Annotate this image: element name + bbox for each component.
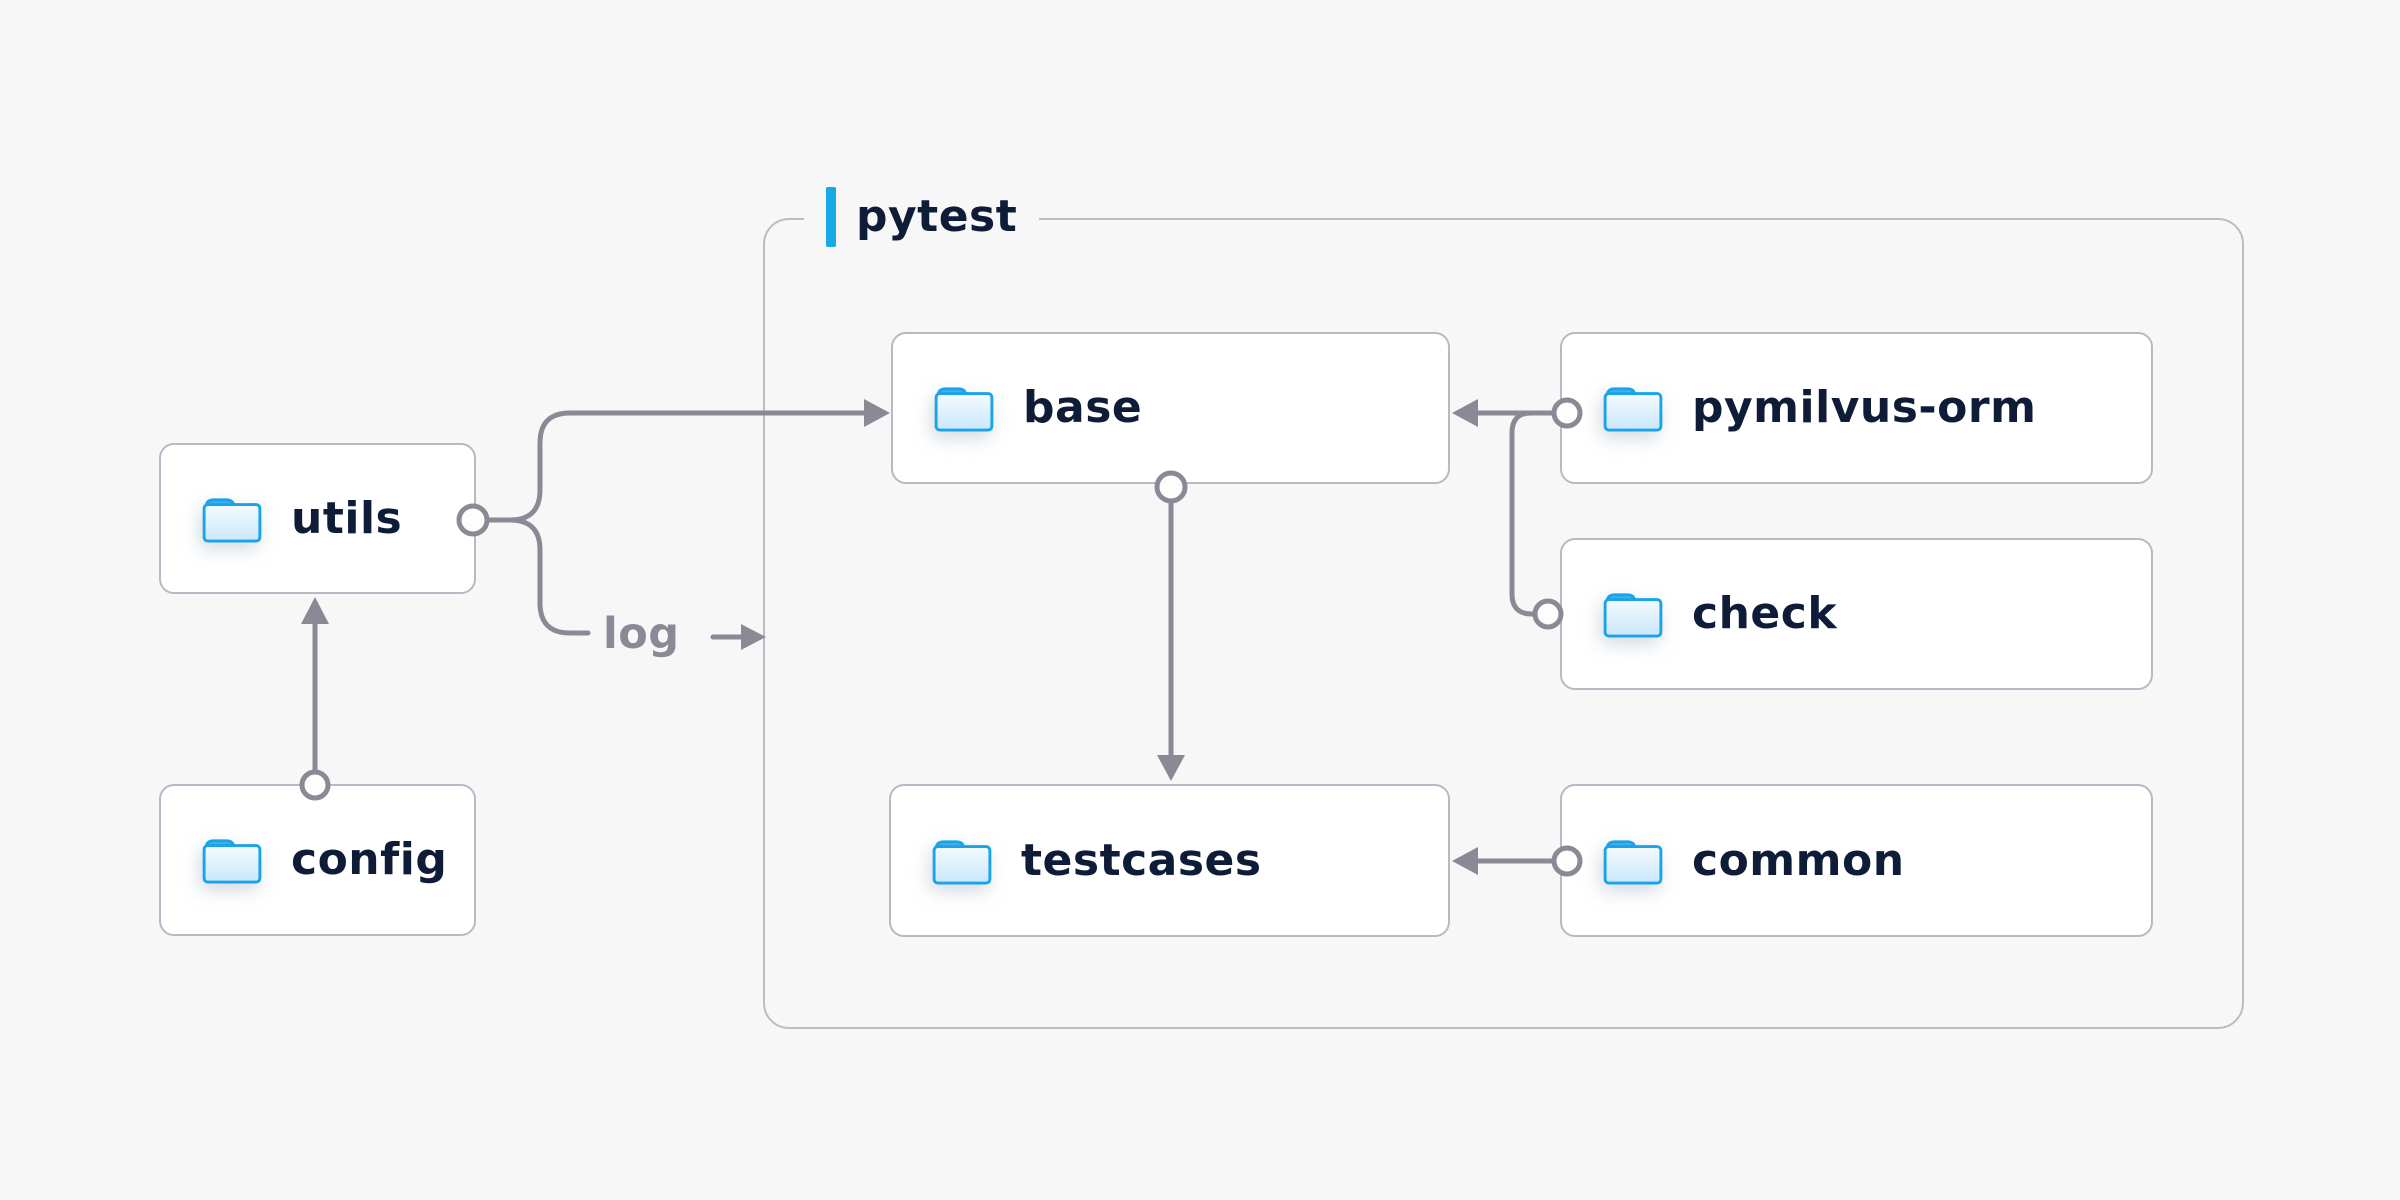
folder-icon xyxy=(201,835,263,885)
pytest-group-container xyxy=(763,218,2244,1029)
node-label: check xyxy=(1692,588,1838,639)
node-config: config xyxy=(159,784,476,936)
node-label: config xyxy=(291,834,448,885)
node-check: check xyxy=(1560,538,2153,690)
node-label: testcases xyxy=(1021,834,1262,886)
node-common: common xyxy=(1560,784,2153,937)
group-title: pytest xyxy=(856,191,1018,242)
node-label: common xyxy=(1692,834,1905,886)
folder-icon xyxy=(201,494,263,544)
node-base: base xyxy=(891,332,1450,484)
edge-log-arrow xyxy=(710,624,766,650)
pytest-group-label: pytest xyxy=(804,184,1040,250)
title-accent-bar xyxy=(826,187,836,247)
node-utils: utils xyxy=(159,443,476,594)
node-pymilvus-orm: pymilvus-orm xyxy=(1560,332,2153,484)
node-label: base xyxy=(1023,382,1143,433)
folder-icon xyxy=(931,836,993,886)
node-label: pymilvus-orm xyxy=(1692,382,2037,433)
log-edge-label: log xyxy=(603,609,680,659)
node-label: utils xyxy=(291,492,403,544)
folder-icon xyxy=(1602,589,1664,639)
edge-config-utils xyxy=(299,597,331,801)
folder-icon xyxy=(1602,383,1664,433)
folder-icon xyxy=(933,383,995,433)
folder-icon xyxy=(1602,836,1664,886)
node-testcases: testcases xyxy=(889,784,1450,937)
